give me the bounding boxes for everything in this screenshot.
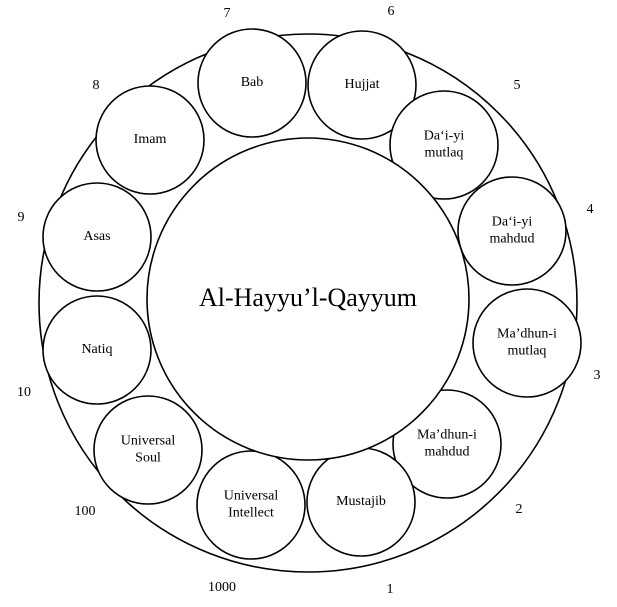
node-label: Universal xyxy=(224,489,279,504)
node-label: Intellect xyxy=(228,506,274,521)
number-label: 7 xyxy=(224,6,231,21)
node: Ma’dhun-i mutlaq xyxy=(472,288,582,398)
number-label: 1000 xyxy=(208,580,236,595)
node-circle xyxy=(197,28,307,138)
node-label: mahdud xyxy=(489,232,534,247)
node-circle xyxy=(392,389,502,499)
number-label: 4 xyxy=(587,202,594,217)
node: Asas xyxy=(42,182,152,292)
node-circle xyxy=(42,295,152,405)
center-label: Al-Hayyu’l-Qayyum xyxy=(199,283,417,312)
number-label: 3 xyxy=(594,368,601,383)
number-label: 2 xyxy=(516,502,523,517)
node-label: mutlaq xyxy=(425,146,464,161)
number-label: 8 xyxy=(93,78,100,93)
node-label: mutlaq xyxy=(508,344,547,359)
node: Da‘i-yi mutlaq xyxy=(389,90,499,200)
node-label: Mustajib xyxy=(336,494,386,509)
number-label: 1 xyxy=(387,582,394,597)
number-label: 6 xyxy=(388,4,395,19)
number-label: 100 xyxy=(75,504,96,519)
number-label: 5 xyxy=(514,78,521,93)
node-circle xyxy=(457,176,567,286)
node: Bab xyxy=(197,28,307,138)
node: Imam xyxy=(95,85,205,195)
number-label: 9 xyxy=(18,210,25,225)
node: Da‘i-yi mahdud xyxy=(457,176,567,286)
node-label: mahdud xyxy=(424,445,469,460)
inner-circle xyxy=(146,137,470,461)
node-label: Asas xyxy=(83,229,110,244)
node-label: Soul xyxy=(135,451,161,466)
node-label: Imam xyxy=(134,132,167,147)
node-label: Ma’dhun-i xyxy=(497,327,557,342)
node-circle xyxy=(389,90,499,200)
node-label: Hujjat xyxy=(345,77,380,92)
node-label: Natiq xyxy=(81,342,112,357)
node-label: Universal xyxy=(121,434,176,449)
node-circle xyxy=(196,450,306,560)
node-label: Da‘i-yi xyxy=(424,129,465,144)
numbers-layer: 7 6 5 4 3 2 1 1000 100 10 9 8 xyxy=(17,4,601,597)
node-circle xyxy=(307,30,417,140)
node: Mustajib xyxy=(306,447,416,557)
node: Hujjat xyxy=(307,30,417,140)
node: Natiq xyxy=(42,295,152,405)
node-label: Bab xyxy=(241,75,264,90)
node-circle xyxy=(42,182,152,292)
node-label: Ma’dhun-i xyxy=(417,428,477,443)
node-circle xyxy=(472,288,582,398)
node-circle xyxy=(95,85,205,195)
node-circle xyxy=(93,395,203,505)
node: Ma’dhun-i mahdud xyxy=(392,389,502,499)
node-label: Da‘i-yi xyxy=(492,215,533,230)
number-label: 10 xyxy=(17,385,31,400)
